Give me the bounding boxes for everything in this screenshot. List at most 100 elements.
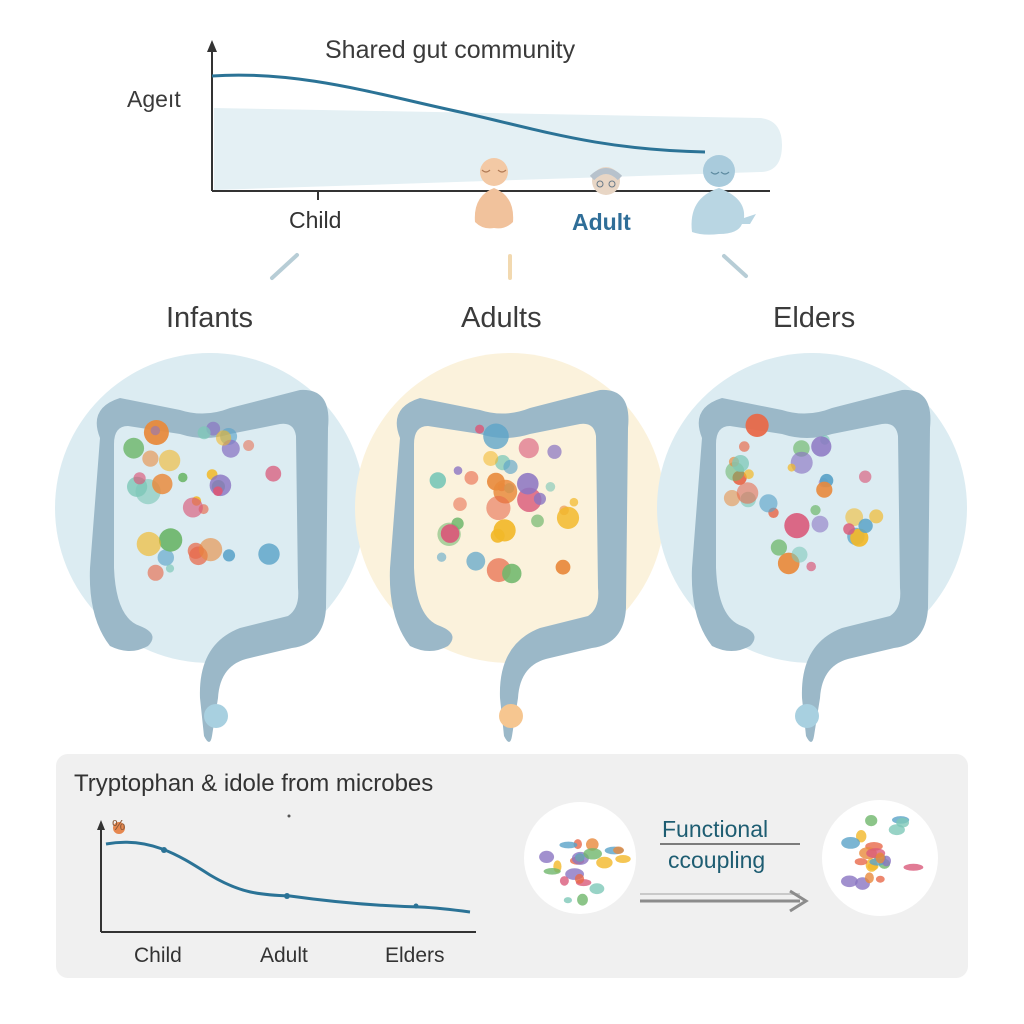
microbe-dot	[517, 472, 539, 495]
microbe-dot	[569, 497, 579, 507]
microbe-dot	[258, 543, 280, 565]
functional-coupling-line2: ccoupling	[668, 847, 766, 873]
microbe-dot	[265, 465, 282, 482]
microbe-dot	[596, 856, 613, 869]
microbe-dot	[841, 875, 858, 888]
microbe-dot	[539, 850, 555, 863]
coupling-arrow-head	[789, 889, 809, 913]
gut-circle-adults	[355, 353, 665, 742]
microbe-dot	[896, 817, 909, 828]
microbe-dot	[531, 514, 544, 528]
microbe-dot	[723, 490, 741, 507]
community-curve	[211, 73, 706, 154]
bottom-chart-badge: %	[112, 817, 126, 834]
microbe-dot	[875, 875, 885, 883]
microbe-dot	[790, 451, 813, 474]
microbe-dot	[577, 893, 588, 906]
y-axis-arrow	[207, 40, 217, 52]
microbe-dot	[865, 815, 878, 827]
curve-point	[413, 903, 419, 909]
microbe-dot	[133, 472, 146, 485]
microbe-dot	[543, 868, 561, 875]
microbe-dot	[744, 469, 754, 480]
microbe-dot	[547, 444, 562, 459]
microbe-dot	[732, 455, 749, 472]
microbe-dot	[845, 508, 864, 526]
microbe-dot	[903, 863, 924, 871]
microbe-dot	[854, 858, 868, 866]
microbe-dot	[197, 426, 211, 440]
stage-title-infants: Infants	[166, 302, 254, 334]
microbe-dot	[136, 531, 161, 557]
microbe-dot	[745, 413, 769, 437]
microbe-dot	[157, 549, 174, 566]
microbe-dot	[493, 519, 516, 542]
microbe-dot	[586, 838, 599, 851]
elder-figure	[589, 167, 623, 195]
microbe-dot	[475, 424, 485, 434]
microbe-dot	[875, 852, 885, 864]
marker-dot	[287, 814, 291, 818]
microbe-sample-left	[524, 802, 636, 914]
microbe-dot	[583, 848, 602, 860]
gut-circle-infants	[55, 353, 365, 742]
functional-coupling-line1: Functional	[662, 816, 769, 842]
tryptophan-panel-title: Tryptophan & idole from microbes	[74, 770, 434, 797]
microbe-dot	[856, 830, 867, 843]
microbe-dot	[787, 463, 796, 472]
stage-dot-infants	[204, 704, 228, 728]
microbe-dot	[436, 552, 447, 562]
microbe-dot	[736, 482, 759, 504]
microbe-dot	[841, 837, 860, 849]
microbe-dot	[791, 546, 808, 563]
curve-point	[161, 847, 167, 853]
microbe-dot	[429, 472, 446, 489]
tryptophan-chart	[97, 800, 938, 933]
baby-figure	[474, 158, 514, 229]
microbe-dot	[502, 563, 522, 584]
microbe-sample-right	[822, 800, 938, 916]
microbe-dot	[199, 538, 223, 562]
microbe-dot	[574, 873, 585, 884]
tryptophan-panel	[56, 754, 968, 978]
gut-circle-elders	[657, 353, 967, 742]
microbe-dot	[811, 515, 829, 533]
microbe-dot	[563, 897, 573, 904]
functional-coupling-label: Functional ccoupling	[662, 814, 768, 876]
microbe-dot	[559, 841, 578, 849]
microbe-dot	[739, 441, 750, 452]
shared-community-band	[214, 108, 782, 190]
top-chart-title: Shared gut community	[325, 36, 576, 64]
microbe-dot	[158, 528, 183, 552]
microbe-dot	[517, 487, 542, 512]
microbe-dot	[453, 466, 463, 475]
microbe-dot	[770, 539, 788, 556]
microbe-dot	[843, 523, 855, 535]
adult-figure	[691, 155, 756, 235]
microbe-dot	[859, 470, 872, 483]
microbe-dot	[165, 564, 175, 573]
microbe-dot	[486, 495, 511, 521]
stage-title-adults: Adults	[461, 302, 542, 334]
microbe-dot	[850, 528, 869, 547]
gut-illustrations	[55, 353, 967, 742]
connector-right	[722, 254, 748, 278]
connector-left	[270, 253, 299, 280]
stage-dot-elders	[795, 704, 819, 728]
stage-title-elders: Elders	[773, 302, 856, 334]
badge-icon	[113, 822, 125, 834]
bottom-y-axis-arrow	[97, 820, 105, 830]
microbe-dot	[147, 564, 164, 581]
microbe-dot	[216, 430, 232, 446]
microbe-dot	[182, 497, 203, 518]
curve-point	[284, 893, 290, 899]
microbe-dot	[613, 846, 624, 854]
microbe-dot	[158, 449, 181, 472]
microbe-clusters	[123, 413, 884, 584]
microbe-dot	[440, 524, 460, 543]
microbe-dot	[556, 506, 580, 529]
bottom-x-label-child: Child	[134, 944, 182, 967]
microbe-dot	[453, 497, 467, 511]
microbe-dot	[518, 438, 539, 459]
top-chart	[207, 40, 782, 280]
